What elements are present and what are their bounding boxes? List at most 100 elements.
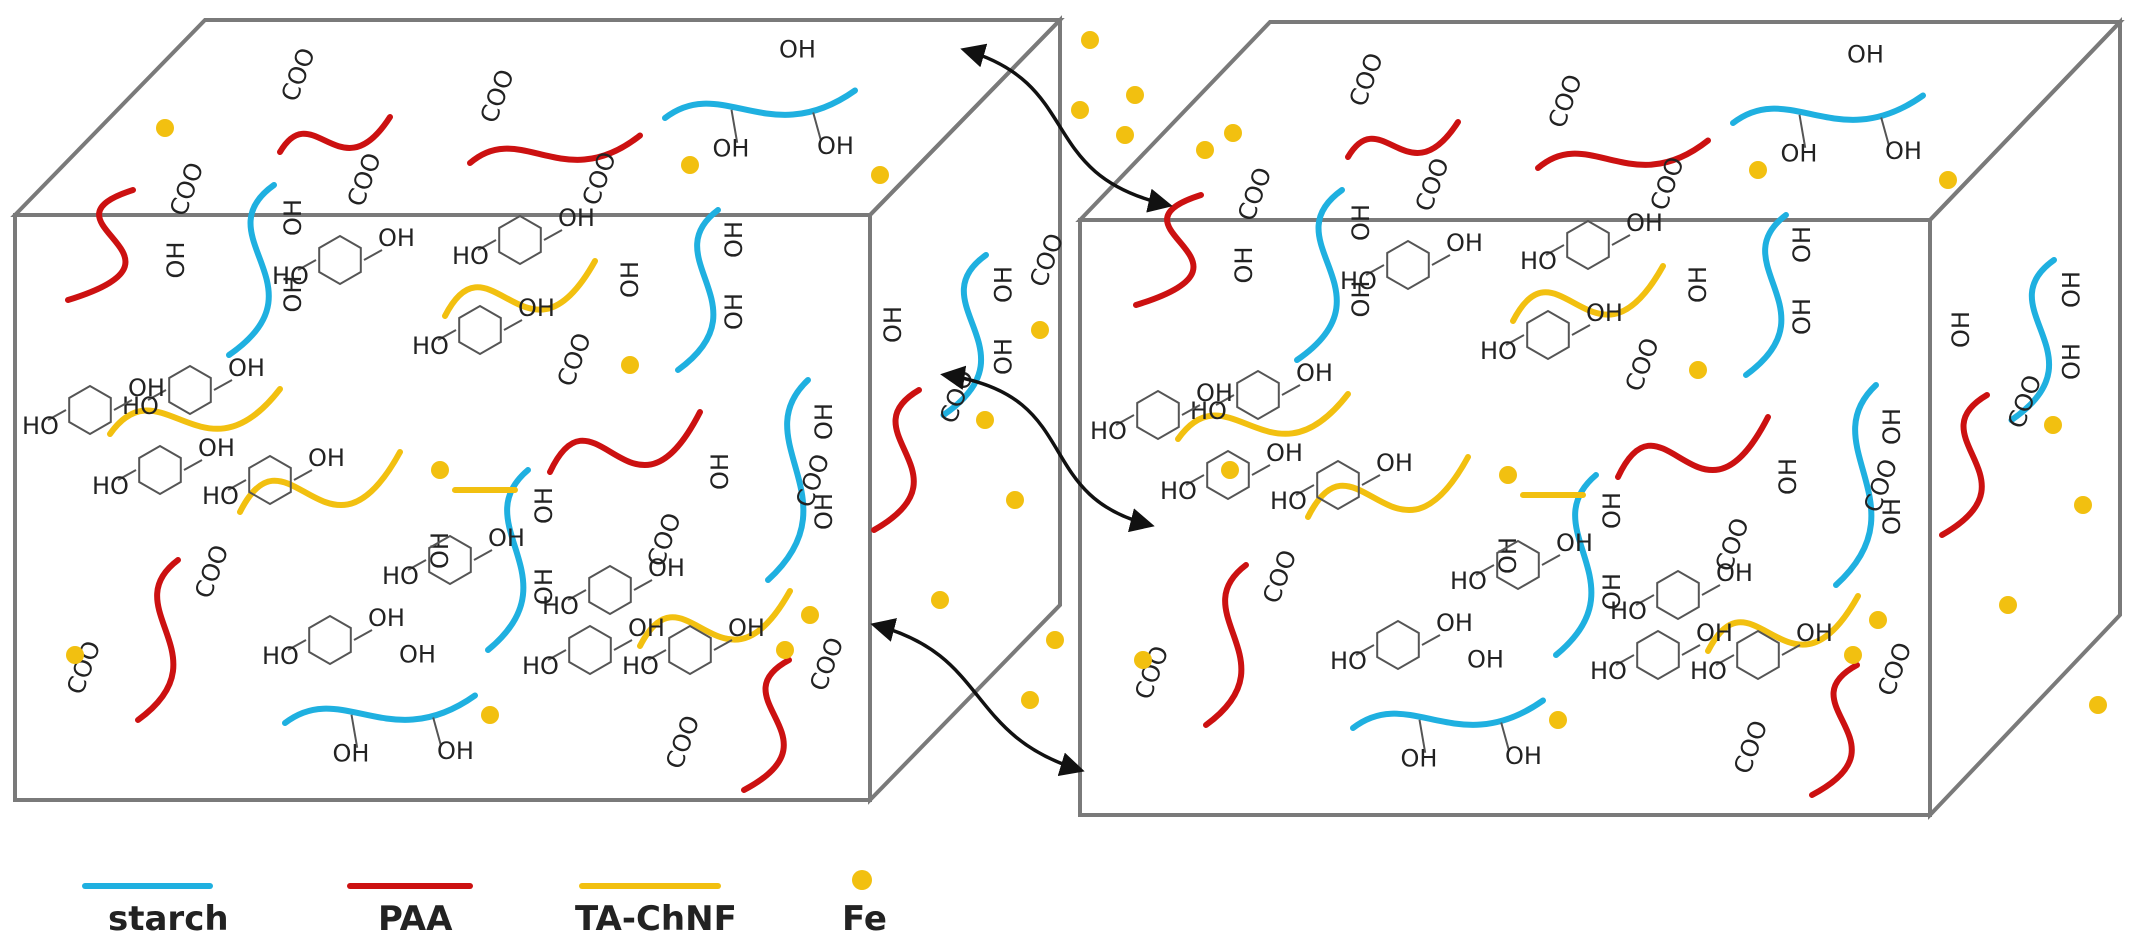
hydroxyl-label: OH	[1878, 498, 1906, 535]
hydroxyl-label: OH	[1401, 745, 1438, 773]
hydroxyl-label: OH	[817, 132, 854, 160]
fe-ion-dot	[931, 591, 949, 609]
fe-ion-dot	[2074, 496, 2092, 514]
phenol-label: OH	[368, 604, 405, 632]
paa-chain	[1939, 392, 1990, 538]
phenol-label: OH	[648, 554, 685, 582]
paa-chain	[547, 409, 703, 475]
carboxylate-label: COO	[552, 329, 597, 390]
fe-ion-dot	[621, 356, 639, 374]
phenol-label: OH	[1436, 609, 1473, 637]
phenol-label: HO	[542, 592, 579, 620]
carboxylate-label: COO	[1728, 717, 1773, 778]
double-headed-curved-arrow-icon	[960, 43, 1173, 213]
hydroxyl-bond	[350, 714, 359, 748]
phenol-label: HO	[1610, 597, 1647, 625]
hydroxyl-label: OH	[1347, 204, 1375, 241]
starch-chain	[282, 692, 478, 726]
phenol-label: OH	[378, 224, 415, 252]
fe-ion-dot	[1046, 631, 1064, 649]
fe-ion-dot	[1126, 86, 1144, 104]
phenol-label: OH	[1376, 449, 1413, 477]
phenol-label: OH	[308, 444, 345, 472]
hydroxyl-bond	[1798, 114, 1807, 148]
fe-ion-dot	[66, 646, 84, 664]
hydroxyl-label: OH	[530, 568, 558, 605]
carboxylate-label: COO	[276, 44, 321, 105]
legend-label-paa: PAA	[378, 899, 453, 939]
carboxylate-label: COO	[0, 225, 1, 286]
hydroxyl-label: OH	[1947, 311, 1975, 348]
exchange-arrows	[870, 43, 1173, 776]
phenol-label: HO	[1480, 337, 1517, 365]
double-headed-curved-arrow-icon	[940, 365, 1155, 533]
phenol-label: OH	[128, 374, 165, 402]
phenol-label: HO	[22, 412, 59, 440]
legend-item-ta-chnf: TA-ChNF	[575, 883, 737, 939]
carboxylate-label: COO	[1344, 49, 1389, 110]
hydroxyl-label: OH	[706, 453, 734, 490]
fe-ion-dot	[1869, 611, 1887, 629]
hydroxyl-label: OH	[530, 487, 558, 524]
phenol-label: OH	[1696, 619, 1733, 647]
fe-ion-dot	[1549, 711, 1567, 729]
carboxylate-label: COO	[475, 66, 520, 127]
legend-label-starch: starch	[108, 899, 229, 939]
phenol-label: HO	[522, 652, 559, 680]
hydroxyl-bond	[1418, 719, 1427, 753]
hydroxyl-bond	[812, 112, 822, 141]
phenol-label: HO	[1160, 477, 1197, 505]
carboxylate-label: COO	[164, 159, 209, 220]
fe-ion-dot	[1689, 361, 1707, 379]
paa-chain	[277, 114, 393, 155]
paa-chain	[1615, 414, 1771, 480]
hydroxyl-label: OH	[2058, 343, 2086, 380]
ta_chnf-chain	[1305, 454, 1471, 520]
hydroxyl-label: OH	[1774, 458, 1802, 495]
hydroxyl-label: OH	[720, 293, 748, 330]
phenol-label: OH	[518, 294, 555, 322]
phenol-label: HO	[92, 472, 129, 500]
fe-ion-dot	[871, 166, 889, 184]
fe-ion-dot	[976, 411, 994, 429]
fe-ion-dot	[1116, 126, 1134, 144]
hydroxyl-label: OH	[426, 532, 454, 569]
paa-chain	[871, 387, 922, 533]
ta_chnf-chain	[237, 449, 403, 515]
ta_chnf-chain	[1705, 593, 1861, 654]
phenol-label: OH	[728, 614, 765, 642]
paa-chain	[467, 132, 643, 166]
hydroxyl-label: OH	[1598, 573, 1626, 610]
hydroxyl-label: OH	[1347, 281, 1375, 318]
legend-item-paa: PAA	[347, 883, 473, 939]
fe-ion-dot	[1071, 101, 1089, 119]
carboxylate-label: COO	[189, 541, 234, 602]
fe-ion-dot	[1221, 461, 1239, 479]
hydroxyl-label: OH	[279, 199, 307, 236]
hydroxyl-label: OH	[1684, 266, 1712, 303]
legend-item-starch: starch	[82, 883, 229, 939]
phenol-label: OH	[628, 614, 665, 642]
hydroxyl-label: OH	[1847, 41, 1884, 69]
hydroxyl-label: OH	[720, 221, 748, 258]
hydroxyl-label: OH	[399, 641, 436, 669]
carboxylate-label: COO	[61, 637, 106, 698]
hydroxyl-label: OH	[879, 306, 907, 343]
hydroxyl-label: OH	[616, 261, 644, 298]
ta_chnf-chain	[107, 386, 283, 437]
starch-chain	[1730, 92, 1926, 126]
phenol-label: OH	[1626, 209, 1663, 237]
fe-ion-dot	[1999, 596, 2017, 614]
